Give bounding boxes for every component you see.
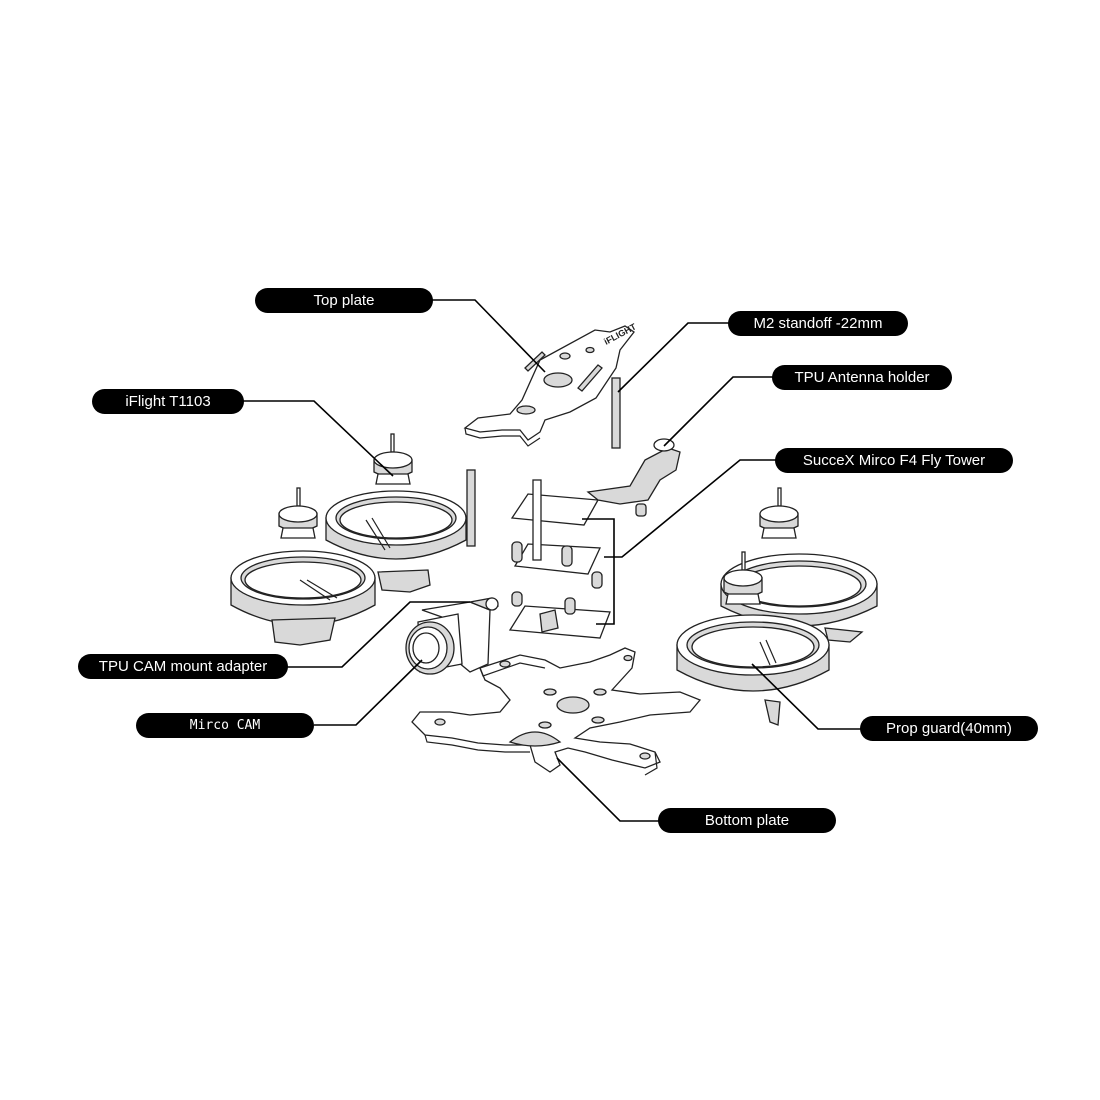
prop-guard-front-left	[230, 550, 376, 646]
fly-tower-part	[508, 479, 611, 639]
m2-standoffs	[466, 377, 621, 547]
leader-iflight-motor	[243, 400, 394, 477]
leader-tpu-antenna-holder	[663, 376, 774, 447]
tpu-antenna-holder-part	[586, 438, 681, 517]
motor-rear-right	[759, 487, 799, 539]
label-micro-cam: Mirco CAM	[136, 713, 314, 738]
leader-lines	[243, 299, 861, 822]
prop-guard-front-right	[676, 614, 830, 726]
label-iflight-motor: iFlight T1103	[92, 389, 244, 414]
label-m2-standoff: M2 standoff -22mm	[728, 311, 908, 336]
label-fly-tower: SucceX Mirco F4 Fly Tower	[775, 448, 1013, 473]
micro-cam-part	[405, 613, 463, 675]
label-top-plate: Top plate	[255, 288, 433, 313]
label-tpu-antenna-holder: TPU Antenna holder	[772, 365, 952, 390]
leader-bottom-plate	[556, 757, 660, 822]
leader-tpu-cam-mount	[286, 601, 470, 668]
label-tpu-cam-mount: TPU CAM mount adapter	[78, 654, 288, 679]
leader-fly-tower	[604, 459, 776, 558]
prop-guard-rear-left	[325, 490, 467, 593]
leader-prop-guard	[751, 663, 861, 730]
motor-front-left	[278, 487, 318, 539]
bottom-plate-part	[411, 647, 702, 776]
leader-micro-cam	[314, 659, 423, 726]
leader-m2-standoff	[617, 322, 730, 393]
motor-rear-left	[373, 433, 413, 485]
label-prop-guard: Prop guard(40mm)	[860, 716, 1038, 741]
leader-fly-tower-bracket	[582, 518, 615, 625]
leader-top-plate	[432, 299, 546, 373]
label-bottom-plate: Bottom plate	[658, 808, 836, 833]
motor-front-right	[723, 551, 763, 605]
